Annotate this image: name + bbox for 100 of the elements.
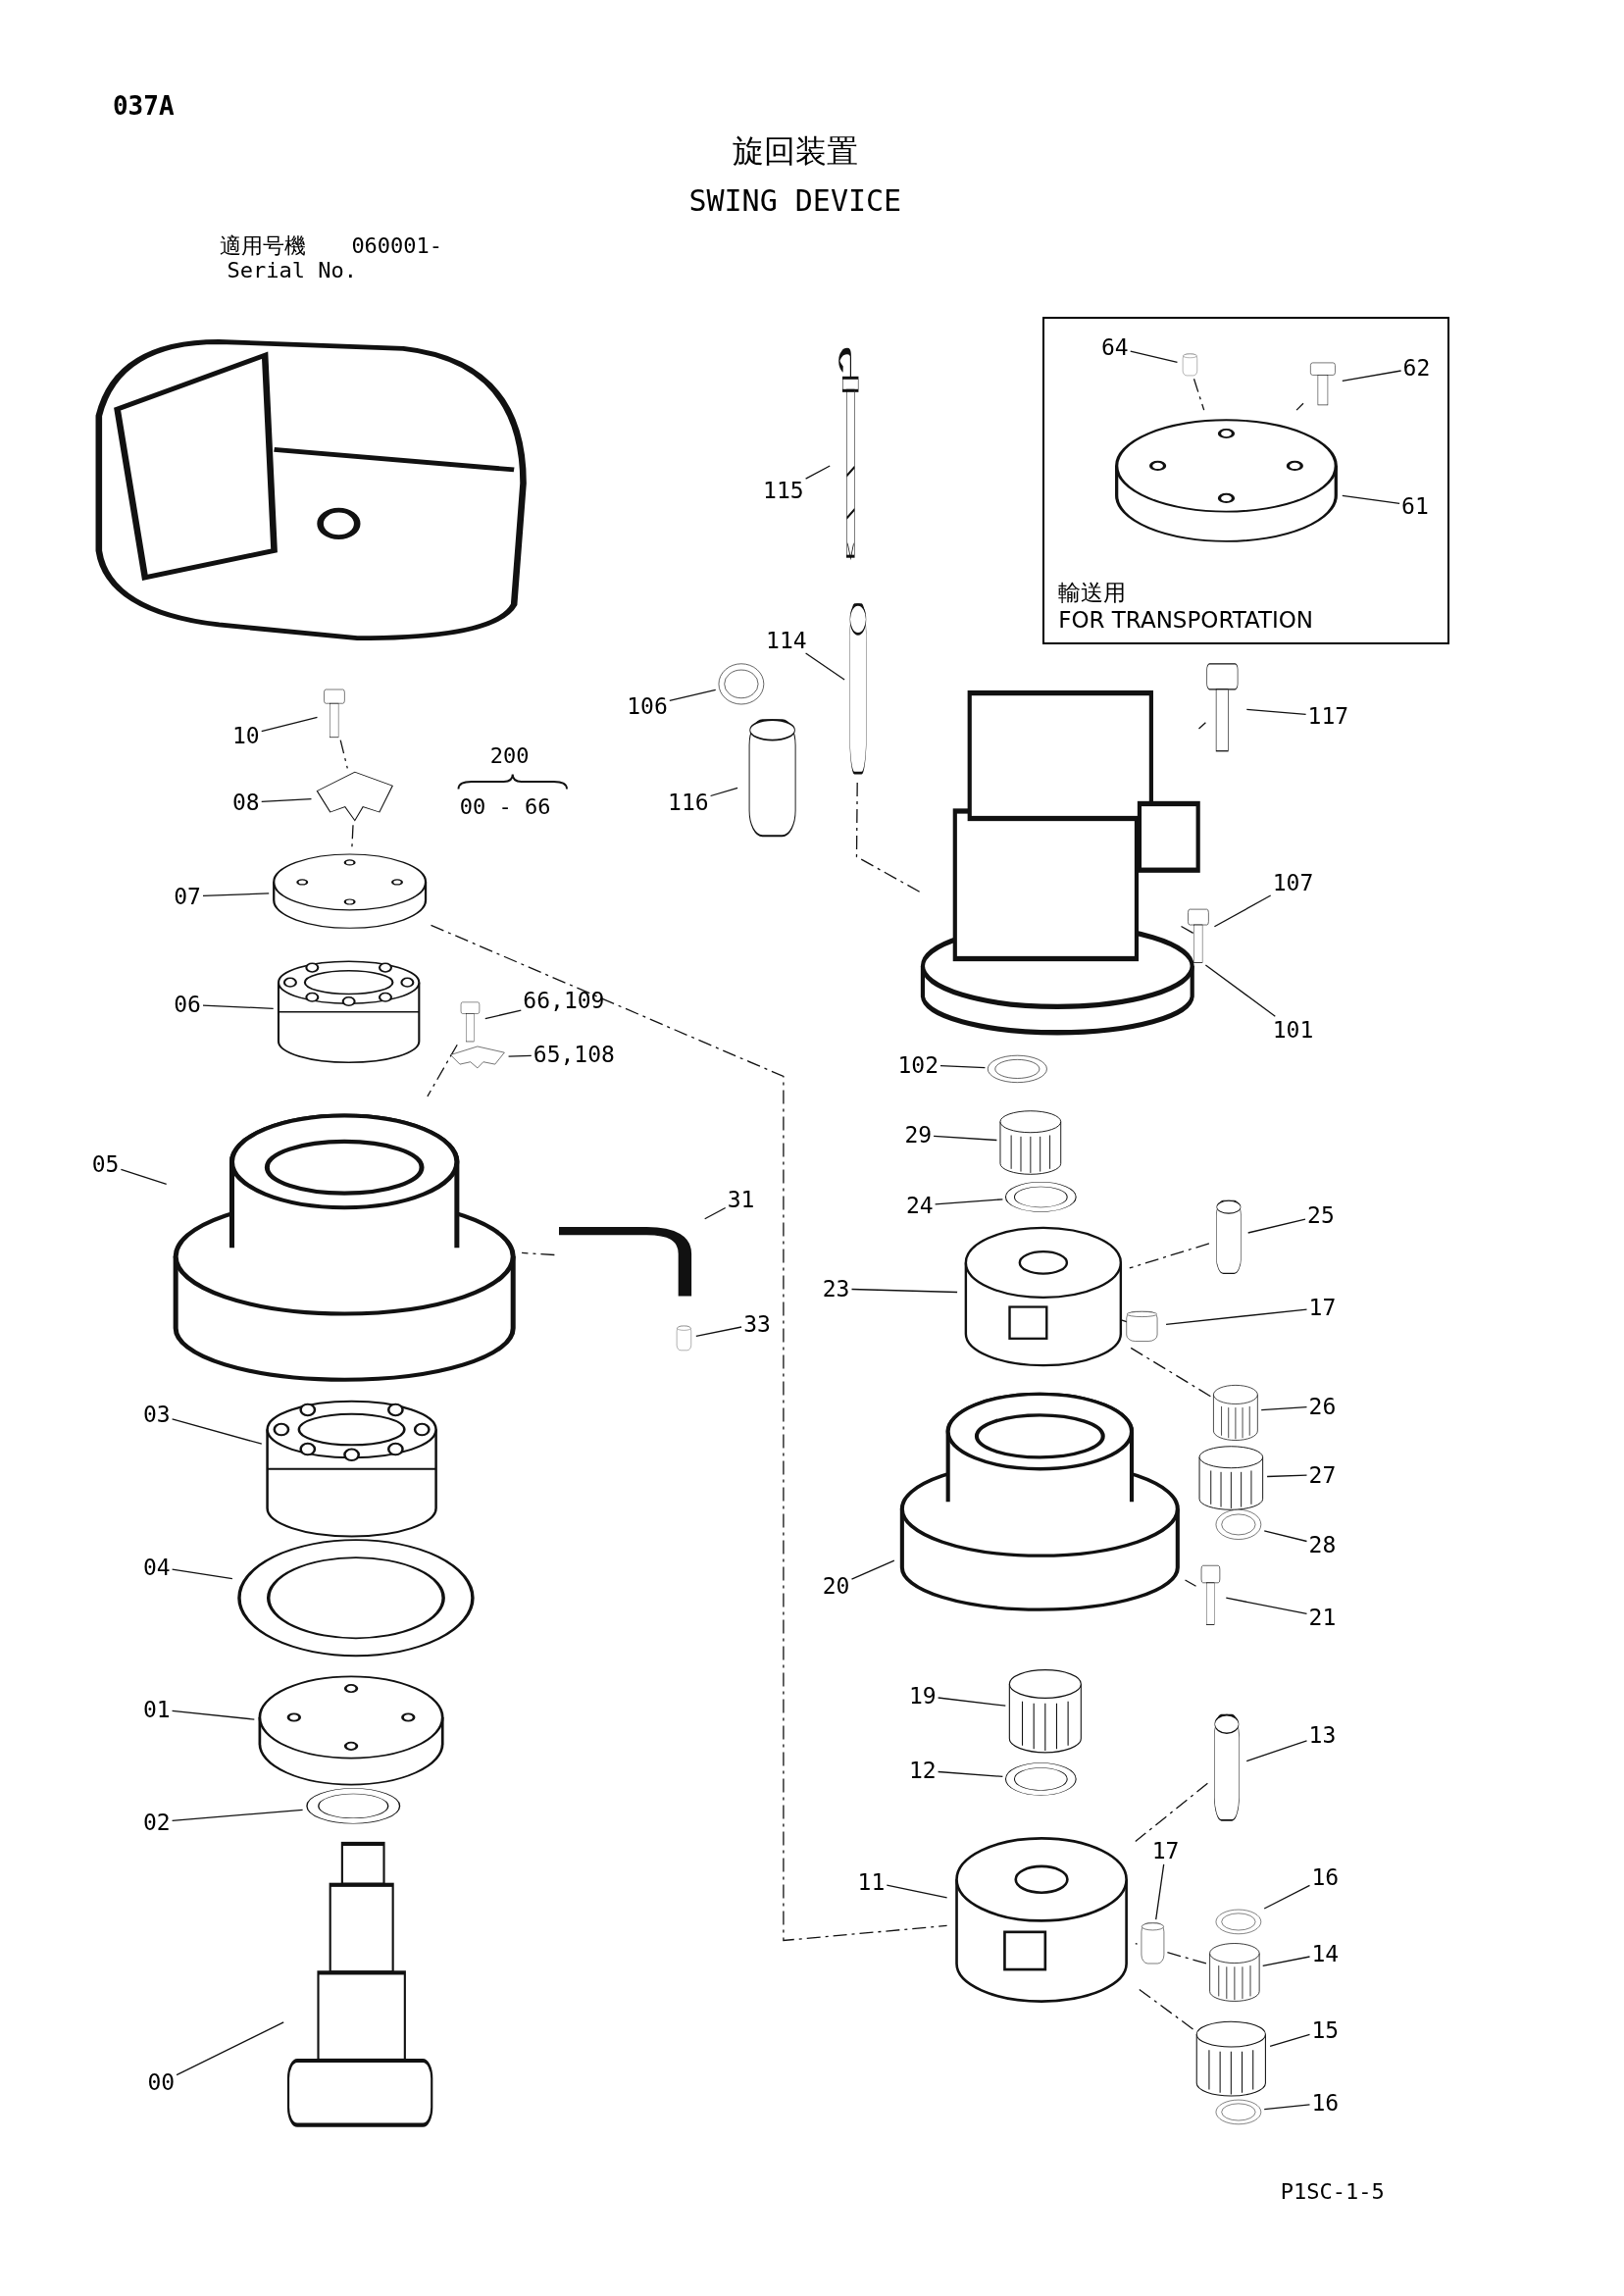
assembly-line	[1184, 1579, 1197, 1587]
bearing-drawing	[275, 959, 423, 1065]
leader-line	[709, 787, 738, 797]
leader-line	[804, 465, 831, 480]
gear-drawing	[1197, 1444, 1266, 1511]
callout-number: 65,108	[533, 1043, 615, 1066]
callout-number: 24	[905, 1194, 934, 1217]
subtitle: SWING DEVICE	[688, 185, 902, 216]
callout-number: 12	[908, 1759, 937, 1782]
thrust-ring-drawing	[1215, 2098, 1263, 2125]
leader-line	[171, 1568, 233, 1580]
callout-number: 07	[174, 885, 201, 908]
callout-number: 28	[1308, 1533, 1337, 1556]
leader-line	[202, 893, 270, 896]
leader-line	[484, 1009, 522, 1020]
leader-line	[1155, 1863, 1165, 1920]
assembly-line	[1135, 1782, 1209, 1843]
leader-line	[1263, 1884, 1311, 1910]
leader-line	[937, 1770, 1004, 1778]
assembly-line	[1197, 722, 1207, 730]
callout-number: 61	[1401, 494, 1429, 518]
callout-number: 17	[1151, 1839, 1180, 1862]
assembly-line	[339, 739, 348, 770]
leader-line	[704, 1206, 727, 1220]
inset-frame	[1042, 316, 1450, 644]
leader-line	[886, 1884, 948, 1899]
callout-number: 10	[232, 724, 260, 747]
callout-number: 25	[1307, 1203, 1335, 1227]
callout-number: 21	[1308, 1606, 1337, 1629]
callout-number: 14	[1311, 1942, 1340, 1965]
leader-line	[261, 716, 319, 733]
assembly-line	[1295, 402, 1304, 411]
callout-number: 31	[727, 1188, 755, 1211]
plate-drawing	[447, 1046, 507, 1070]
callout-number: 115	[763, 479, 804, 502]
leader-line	[1263, 2104, 1311, 2111]
leader-line	[1266, 1474, 1308, 1478]
washer-drawing	[1004, 1761, 1078, 1798]
callout-number: 23	[822, 1277, 850, 1301]
leader-line	[1225, 1597, 1308, 1615]
leader-line	[1204, 964, 1276, 1017]
leader-line	[1269, 2033, 1311, 2047]
callout-number: 19	[908, 1684, 937, 1708]
leader-line	[939, 1064, 987, 1069]
callout-number: 107	[1272, 871, 1314, 894]
callout-number: 01	[142, 1698, 171, 1721]
leader-line	[1263, 1530, 1308, 1543]
callout-number: 106	[627, 694, 668, 718]
callout-number: 16	[1311, 2091, 1340, 2115]
callout-number: 26	[1308, 1395, 1337, 1417]
leader-line	[695, 1326, 742, 1337]
callout-number: 16	[1311, 1865, 1340, 1889]
callout-number: 117	[1307, 704, 1349, 728]
leader-line	[176, 2021, 284, 2076]
callout-number: 29	[904, 1123, 933, 1147]
leader-line	[937, 1697, 1006, 1707]
sun-gear-drawing	[1007, 1666, 1084, 1755]
callout-number: 33	[743, 1312, 771, 1336]
callout-number: 66,109	[523, 989, 605, 1012]
leader-line	[171, 1709, 255, 1720]
leader-line	[1130, 350, 1179, 364]
callout-number: 114	[766, 629, 807, 652]
callout-number: 116	[668, 791, 709, 814]
leader-line	[171, 1418, 263, 1445]
title: 旋回装置	[732, 130, 858, 172]
bearing-drawing	[263, 1399, 439, 1540]
thrust-ring-drawing	[1215, 1908, 1263, 1935]
plug-drawing	[673, 1325, 694, 1352]
needle-bearing-drawing	[1212, 1382, 1260, 1442]
assembly-line	[1193, 378, 1205, 411]
assembly-line	[351, 824, 354, 848]
inset-caption: FOR TRANSPORTATION	[1058, 606, 1314, 635]
callout-number: 03	[142, 1403, 171, 1426]
leader-line	[1262, 1956, 1311, 1966]
callout-number: 15	[1311, 2018, 1340, 2042]
serial-heading: 適用号機	[220, 234, 306, 257]
assembly-line	[1129, 1346, 1212, 1398]
callout-number: 27	[1308, 1463, 1337, 1487]
leader-line	[507, 1054, 533, 1057]
leader-line	[120, 1168, 168, 1185]
callout-number: 17	[1308, 1296, 1337, 1319]
disc-drawing	[304, 1786, 402, 1825]
inset-caption: 輸送用	[1058, 578, 1127, 607]
leader-line	[1342, 494, 1400, 505]
thrust-ring-drawing	[1215, 1508, 1263, 1541]
snap-ring-drawing	[987, 1054, 1049, 1084]
callout-number: 06	[174, 993, 201, 1016]
callout-number: 04	[142, 1556, 171, 1579]
plug-drawing	[1179, 353, 1200, 378]
group-range: 00 - 66	[459, 795, 551, 818]
leader-line	[1342, 370, 1402, 382]
leader-line	[1165, 1308, 1308, 1325]
washer-drawing	[1004, 1180, 1078, 1213]
leader-line	[933, 1135, 998, 1142]
needle-bearing-drawing	[1207, 1940, 1261, 2003]
leader-line	[669, 689, 717, 702]
leader-line	[934, 1199, 1004, 1205]
callout-number: 11	[857, 1870, 886, 1894]
page-code: 037A	[112, 92, 175, 119]
serial-number: 060001-	[351, 234, 443, 257]
